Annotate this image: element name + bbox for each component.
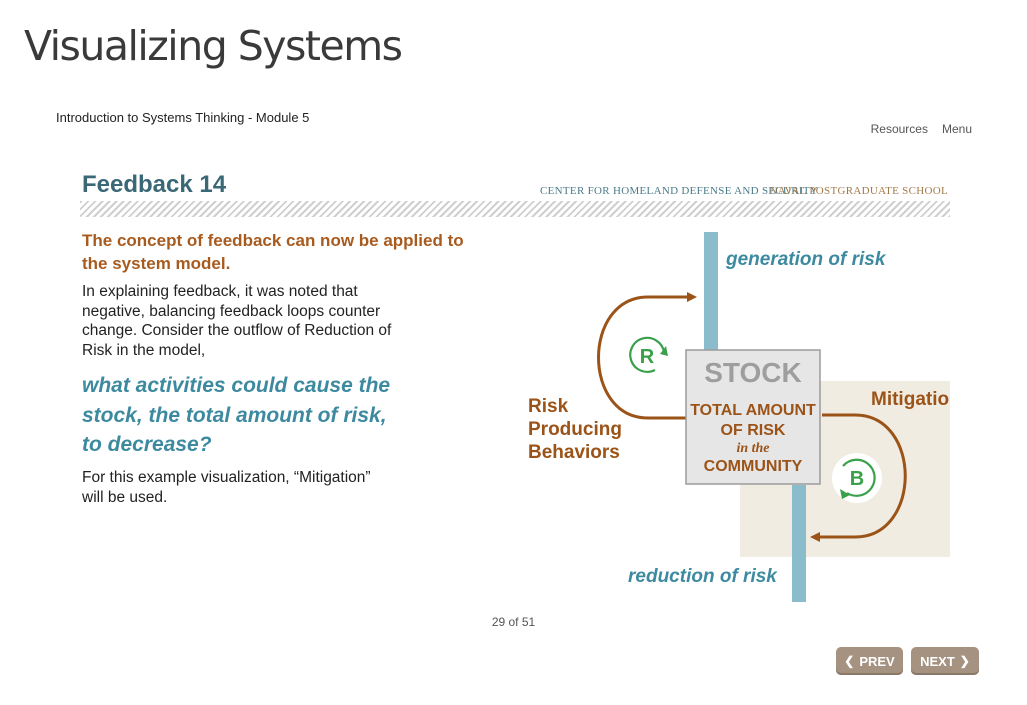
- resources-link[interactable]: Resources: [870, 122, 928, 136]
- stock-box: [685, 349, 821, 485]
- reinforcing-badge: R: [624, 333, 670, 379]
- stock-line-1: TOTAL AMOUNT: [690, 402, 816, 419]
- mitigation-label: Mitigation: [871, 389, 950, 410]
- balancing-badge: B: [832, 453, 882, 503]
- question-text: what activities could cause the stock, t…: [82, 374, 391, 456]
- stock-label: STOCK: [704, 357, 802, 388]
- inflow-pipe: [704, 232, 718, 350]
- body-text-1: In explaining feedback, it was noted tha…: [82, 283, 392, 359]
- outflow-label: reduction of risk: [628, 566, 778, 587]
- balancing-letter: B: [850, 468, 864, 490]
- outflow-pipe: [792, 485, 806, 602]
- stock-line-2: OF RISK: [721, 422, 786, 439]
- body-text-2: For this example visualization, “Mitigat…: [82, 469, 371, 506]
- reinforcing-loop-arrow: [597, 292, 697, 420]
- prev-button-label: PREV: [859, 653, 895, 669]
- risk-label-2: Producing: [528, 419, 622, 440]
- stock-line-4: COMMUNITY: [704, 458, 803, 475]
- risk-label-1: Risk: [528, 396, 569, 417]
- risk-label-3: Behaviors: [528, 442, 620, 463]
- org-name-chds: CENTER FOR HOMELAND DEFENSE AND SECURITY: [540, 185, 819, 197]
- page-counter: 29 of 51: [491, 615, 536, 629]
- slide-title: Feedback 14: [82, 171, 227, 198]
- org-name-nps: NAVAL POSTGRADUATE SCHOOL: [769, 185, 948, 197]
- page-title: Visualizing Systems: [24, 22, 403, 70]
- top-nav: Resources Menu: [871, 122, 972, 136]
- next-button-label: NEXT: [920, 653, 955, 669]
- inflow-label: generation of risk: [725, 249, 887, 270]
- prev-button[interactable]: ❮ PREV: [836, 647, 903, 675]
- balancing-loop-arrow: [810, 413, 907, 542]
- stock-line-3: in the: [736, 441, 769, 456]
- chevron-left-icon: ❮: [844, 654, 855, 668]
- lead-text: The concept of feedback can now be appli…: [82, 231, 464, 273]
- slide: Feedback 14 CENTER FOR HOMELAND DEFENSE …: [80, 165, 950, 615]
- reinforcing-letter: R: [640, 346, 655, 368]
- menu-link[interactable]: Menu: [941, 122, 972, 136]
- header-divider: [80, 201, 950, 217]
- course-title: Introduction to Systems Thinking - Modul…: [56, 110, 310, 125]
- stock-flow-diagram: R B STOCK TOTAL AMOUNT OF RISK in the CO…: [528, 232, 950, 602]
- chevron-right-icon: ❯: [959, 654, 970, 668]
- next-button[interactable]: NEXT ❯: [911, 647, 979, 675]
